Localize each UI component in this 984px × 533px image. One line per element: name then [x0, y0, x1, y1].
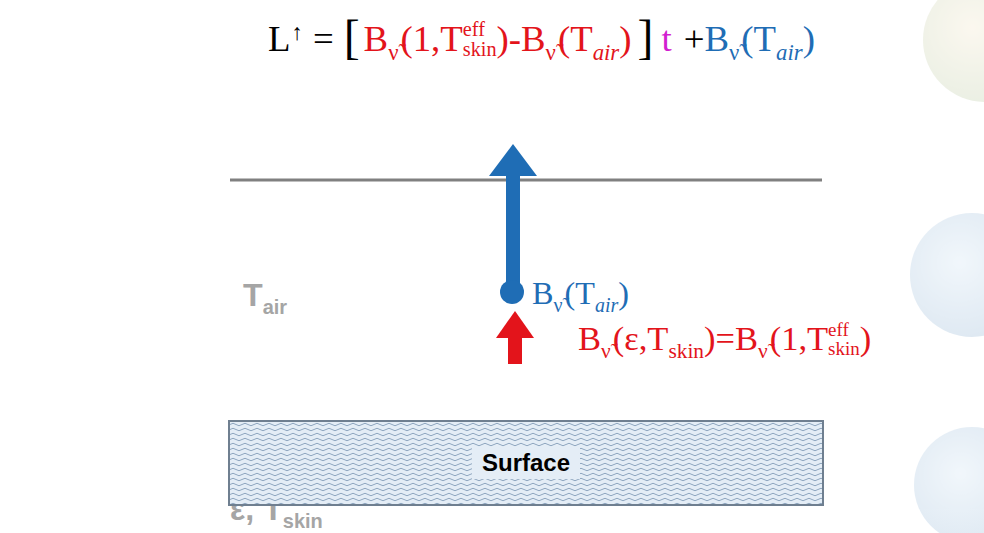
surface-emission-arrow	[496, 311, 534, 364]
sub-sup-stack: effskin	[463, 19, 497, 59]
subscript: skin	[463, 39, 497, 59]
formula-part: =	[313, 18, 334, 59]
subscript: ν̃	[388, 40, 398, 65]
formula-part: )	[860, 319, 872, 357]
formula-part: (1,T	[400, 18, 462, 59]
subscript: skin	[283, 510, 323, 532]
formula-part: B	[532, 275, 553, 311]
formula-part: B	[364, 18, 389, 59]
formula-part: [	[344, 10, 360, 63]
formula-part: B	[704, 18, 729, 59]
surface-box: Surface	[228, 420, 824, 506]
formula-part: (T	[558, 18, 593, 59]
subscript: air	[776, 40, 803, 65]
subscript: air	[593, 40, 620, 65]
sub-sup-stack: effskin	[828, 321, 860, 359]
box-label: Surface	[472, 447, 580, 479]
subscript: ν̃	[553, 294, 562, 316]
subscript: ν̃	[729, 40, 739, 65]
formula-part: )	[618, 275, 629, 311]
formula-part: )	[619, 18, 631, 59]
subscript: skin	[668, 339, 704, 363]
background-globes	[910, 0, 984, 533]
formula-part: (T	[565, 275, 595, 311]
air-radiance-label: Bν̃(Tair)	[532, 274, 629, 313]
formula-part: )	[497, 18, 509, 59]
formula-part: (T	[741, 18, 776, 59]
radiance-equation: L↑=[Bν̃(1,Teffskin)-Bν̃(Tair)]t+Bν̃(Tair…	[268, 6, 815, 63]
formula-part: t	[661, 18, 671, 59]
subscript: ν̃	[601, 339, 611, 363]
superscript: eff	[828, 321, 860, 340]
subscript: skin	[828, 340, 860, 359]
subscript: air	[263, 296, 287, 318]
superscript: eff	[463, 19, 497, 39]
formula-part: )	[803, 18, 815, 59]
superscript: ↑	[291, 20, 302, 45]
surface-radiance-label: Bν̃(ε,Tskin)=Bν̃(1,Teffskin)	[578, 318, 871, 359]
formula-part: +	[684, 18, 705, 59]
formula-part: (1,T	[770, 319, 828, 357]
formula-part: B	[578, 319, 601, 357]
formula-part: (ε,T	[613, 319, 669, 357]
subscript: ν̃	[546, 40, 556, 65]
subscript: ν̃	[758, 339, 768, 363]
formula-part: )=B	[704, 319, 758, 357]
formula-part: ]	[638, 10, 654, 63]
air-temperature-label: Tair	[243, 276, 287, 315]
upwelling-arrow	[489, 144, 537, 304]
formula-part: L	[268, 18, 290, 59]
layer-top-line	[230, 179, 822, 182]
subscript: air	[595, 294, 618, 316]
formula-part: T	[243, 277, 263, 313]
formula-part: -B	[509, 18, 546, 59]
